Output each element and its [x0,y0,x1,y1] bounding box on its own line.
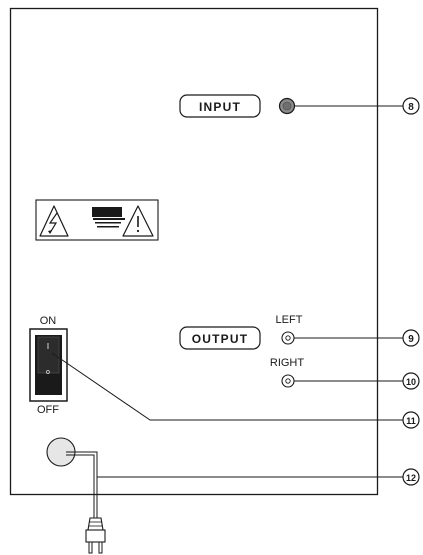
switch-off-mark: o [46,369,50,376]
left-output-jack [281,331,295,345]
switch-on-mark: I [47,342,49,351]
callout-12: 12 [402,468,420,486]
callout-line-11 [51,352,403,421]
rear-panel [9,7,379,496]
svg-text:9: 9 [408,334,414,345]
right-output-label: RIGHT [270,357,305,369]
svg-text:11: 11 [406,416,416,426]
power-switch: I o [29,328,68,402]
power-cord [66,451,98,518]
svg-text:12: 12 [406,473,416,483]
switch-on-label: ON [40,315,57,327]
svg-text:8: 8 [408,102,414,113]
output-label-text: OUTPUT [192,332,249,346]
callout-9: 9 [402,329,420,347]
input-label-text: INPUT [199,100,241,114]
output-label: OUTPUT [179,326,261,350]
power-plug-icon [85,517,106,554]
exclamation-warning-icon [122,205,154,237]
callout-10: 10 [402,372,420,390]
callout-8: 8 [402,97,420,115]
lightning-warning-icon [39,205,69,237]
warning-label [35,199,159,241]
input-jack [278,97,296,115]
input-label: INPUT [179,94,261,118]
left-output-label: LEFT [276,314,303,326]
svg-text:10: 10 [406,377,416,387]
caution-text-block [92,207,125,228]
callout-11: 11 [402,411,420,429]
switch-off-label: OFF [37,404,59,416]
right-output-jack [281,374,295,388]
